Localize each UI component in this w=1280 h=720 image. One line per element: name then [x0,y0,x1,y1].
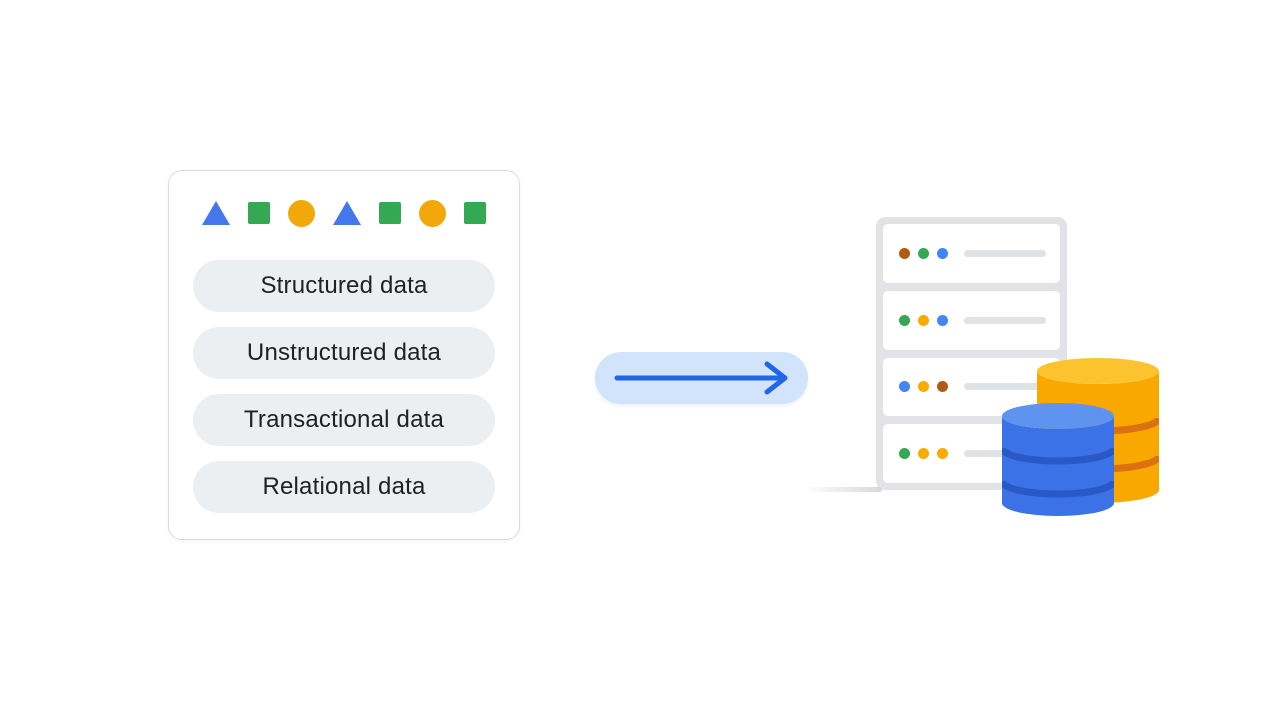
data-type-pill: Unstructured data [193,327,495,379]
blue-database-icon [1002,403,1114,516]
shapes-row [169,199,519,227]
data-type-pill: Relational data [193,461,495,513]
database-illustration [1002,358,1159,516]
status-dot [918,247,929,259]
circle-shape-icon [419,199,446,227]
triangle-shape-icon [202,201,230,225]
status-dot [937,448,948,460]
circle-shape-icon [288,199,315,227]
arrow-pill [595,352,808,404]
status-dot [899,247,910,259]
status-dot [899,448,910,460]
status-dot [937,314,948,326]
slot-label-line [964,249,1046,257]
data-type-pill: Structured data [193,260,495,312]
data-type-pill: Transactional data [193,394,495,446]
yellow-database-top [1037,358,1159,384]
server-slot [883,224,1060,283]
blue-database-top [1002,403,1114,429]
blue-database-band [1002,447,1114,465]
status-dot [918,314,929,326]
status-dot [918,381,929,393]
slot-label-line [964,383,1046,391]
status-dot [937,381,948,393]
square-shape-icon [379,202,401,224]
square-shape-icon [248,202,270,224]
slot-label-line [964,316,1046,324]
blue-database-body [1002,416,1114,516]
blue-database-band [1002,480,1114,498]
right-arrow-icon [614,361,788,395]
status-dot [899,381,910,393]
rack-shadow [804,487,882,492]
status-dot [899,314,910,326]
server-rack [876,217,1067,490]
status-dot [918,448,929,460]
server-slot [883,290,1060,350]
triangle-shape-icon [333,201,361,225]
status-dot [937,247,948,259]
square-shape-icon [464,202,486,224]
